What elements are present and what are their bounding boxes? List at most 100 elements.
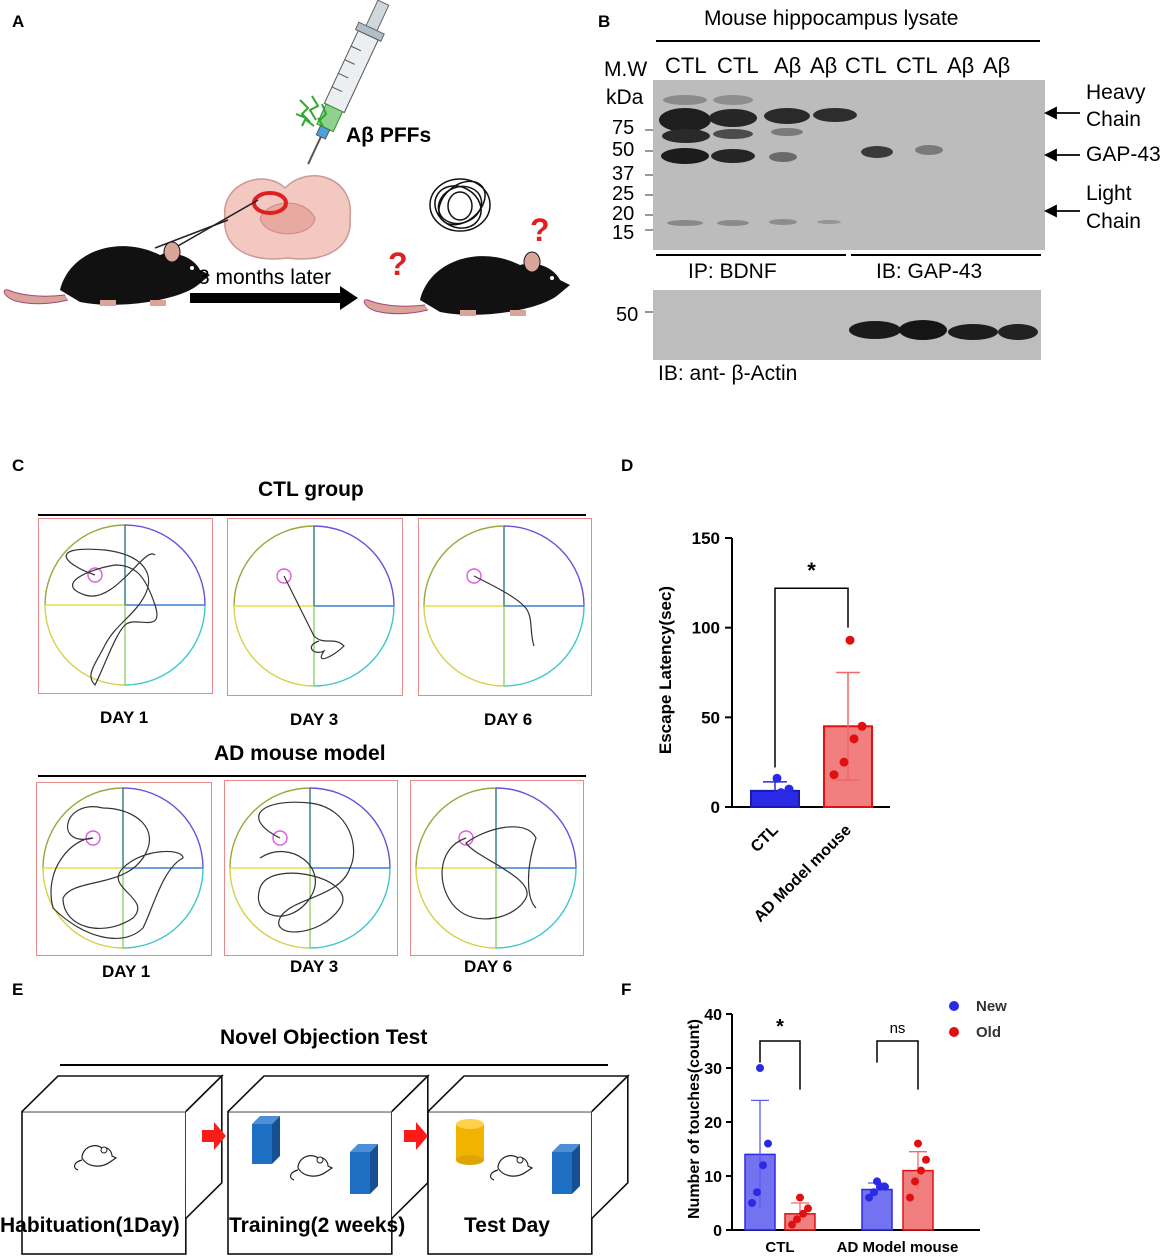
legend-marker [949,1001,959,1011]
legend-label: New [976,998,1007,1015]
band-arrows [1043,106,1080,218]
data-point [914,1139,922,1148]
day-label: DAY 1 [100,708,149,727]
y-tick-label: 100 [692,619,720,638]
y-tick-label: 0 [713,1223,722,1240]
ip-label: IP: BDNF [688,260,777,283]
marker-label: 50 [612,139,635,161]
data-point [873,1177,881,1186]
lane-label: CTL [665,53,707,78]
e-title-underline [60,1064,608,1066]
ip-blot-bands [645,95,943,231]
heavy-chain-label: Heavy [1086,81,1146,104]
data-point [911,1177,919,1186]
x-tick-label: AD Model mouse [837,1239,959,1256]
significance-bracket [759,1040,801,1090]
novel-object-boxes [21,1075,629,1255]
x-tick-label: CTL [748,822,782,856]
data-point [849,734,859,744]
y-tick-label: 30 [704,1061,722,1078]
injectate-label: Aβ PFFs [346,124,432,147]
data-point [799,1209,807,1218]
maze-ctl-day6 [418,518,592,696]
data-point [784,784,794,794]
data-point [881,1182,889,1191]
kda-label: kDa [606,86,644,109]
data-point [845,635,855,645]
day-label: DAY 3 [290,957,339,976]
data-point [772,773,782,783]
mw-label: M.W [604,58,648,81]
day-label: DAY 6 [484,710,533,729]
significance-marker: * [807,558,816,583]
data-point [917,1166,925,1175]
ctl-group-title: CTL group [258,478,364,501]
light-chain-label: Light [1086,182,1132,205]
data-point [922,1155,930,1164]
question-mark-left: ? [388,246,408,282]
panel-label-e: E [12,980,24,999]
y-tick-label: 0 [711,798,720,817]
gap43-label: GAP-43 [1086,143,1161,166]
timeline-label: 3 months later [198,266,332,289]
data-point [906,1193,914,1202]
ib-underline [851,254,1041,256]
panel-label-c: C [12,456,25,475]
data-point [839,757,849,767]
lane-label: Aβ [774,53,802,78]
data-point [804,1204,812,1213]
stage-label: Test Day [464,1214,550,1237]
actin-marker-label: 50 [616,304,639,326]
syringe-icon [3,0,570,316]
e-title: Novel Objection Test [220,1026,428,1049]
title-underline [656,40,1040,42]
ad-model-underline [38,775,586,777]
panel-label-d: D [621,456,634,475]
data-point [829,770,839,780]
heavy-chain-label-2: Chain [1086,108,1141,131]
marker-label: 15 [612,222,635,244]
data-point [753,1188,761,1197]
data-point [796,1193,804,1202]
data-point [764,1139,772,1148]
data-point [756,1064,764,1072]
significance-marker: ns [890,1020,906,1037]
data-point [788,1220,796,1229]
marker-label: 25 [612,183,635,205]
significance-bracket [774,587,849,768]
marker-label: 20 [612,203,635,225]
lane-label: CTL [717,53,759,78]
x-tick-label: CTL [765,1239,794,1256]
maze-tracks [42,524,585,949]
y-tick-label: 20 [704,1115,722,1132]
day-label: DAY 3 [290,710,339,729]
legend-label: Old [976,1024,1001,1041]
significance-marker: * [776,1016,784,1038]
lane-label: CTL [896,53,938,78]
data-point [766,791,776,801]
significance-bracket [876,1040,919,1090]
y-tick-label: 40 [704,1007,722,1024]
question-mark-right: ? [530,212,550,248]
marker-label: 75 [612,117,635,139]
panel-label-f: F [621,980,632,999]
panel-label-b: B [598,12,611,31]
y-tick-label: 10 [704,1169,722,1186]
marker-label: 37 [612,163,635,185]
y-tick-label: 150 [692,529,720,548]
data-point [756,793,766,803]
lane-label: Aβ [947,53,975,78]
legend-marker [949,1027,959,1037]
stage-label: Training(2 weeks) [229,1214,406,1237]
data-point [748,1199,756,1207]
ip-underline [656,254,846,256]
maze-ctl-day3 [227,518,403,696]
stage-label: Habituation(1Day) [0,1214,180,1237]
data-point [793,1215,801,1224]
lane-label: Aβ [983,53,1011,78]
panel-label-a: A [12,12,25,31]
lane-label: CTL [845,53,887,78]
data-point [857,721,867,731]
